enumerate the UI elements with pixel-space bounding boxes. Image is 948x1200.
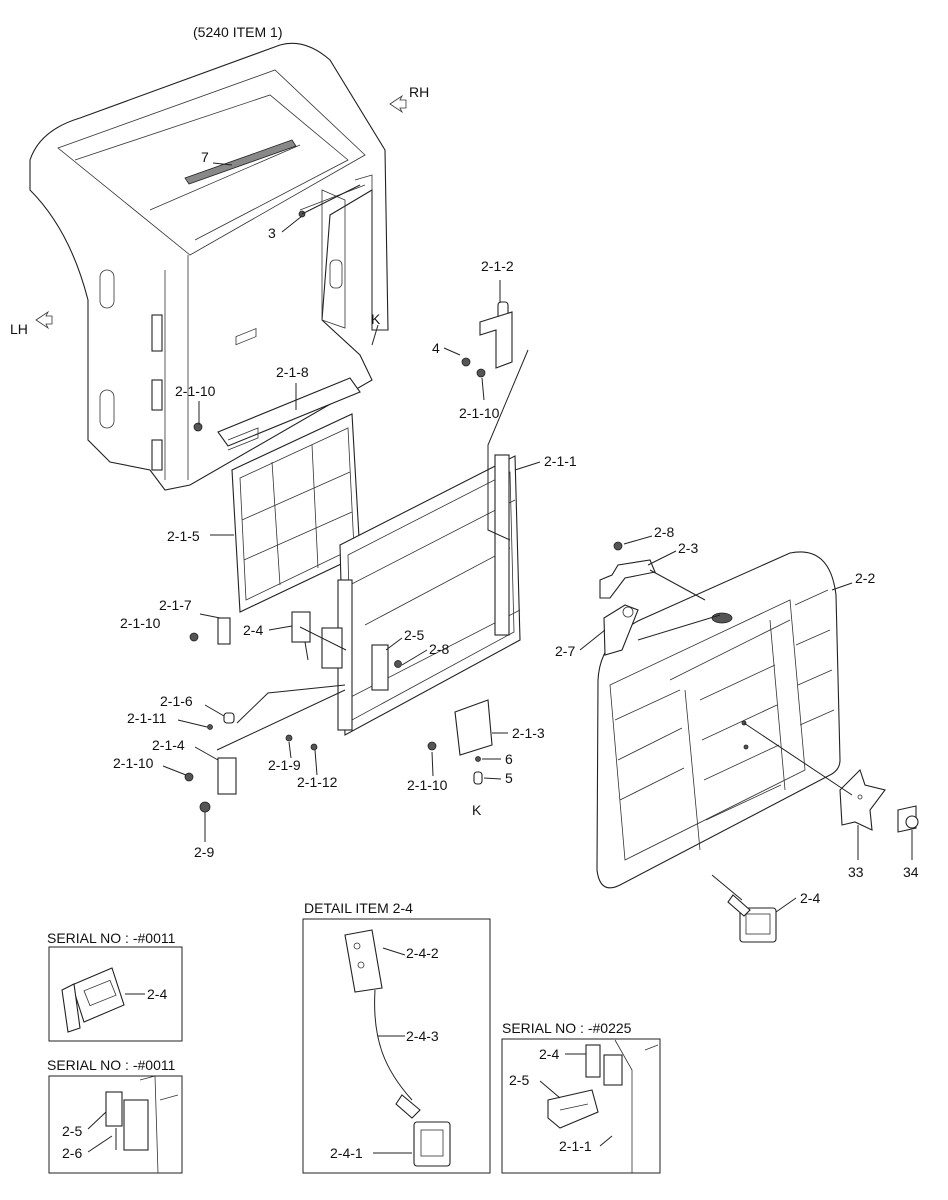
callout-2-1-2: 2-1-2 — [481, 258, 514, 274]
detail-box-title: SERIAL NO : -#0011 — [47, 1057, 176, 1073]
leader-lines — [162, 162, 913, 913]
callout-33: 33 — [848, 864, 864, 880]
grille-2-2 — [596, 551, 841, 889]
detail-box-title: SERIAL NO : -#0011 — [47, 930, 176, 946]
callout-2-8-b: 2-8 — [654, 524, 674, 540]
direction-lh: LH — [10, 310, 53, 337]
callout-2-1-1: 2-1-1 — [544, 453, 577, 469]
frame-2-1-1 — [321, 454, 521, 736]
detail-box-label-2-4-2: 2-4-2 — [406, 945, 439, 961]
callout-2-1-10-c: 2-1-10 — [120, 615, 161, 631]
callout-2-1-3: 2-1-3 — [512, 725, 545, 741]
detail-box-label-2-4: 2-4 — [147, 986, 167, 1002]
filter-frame-2-1-8 — [217, 328, 361, 451]
callout-labels: 7 3 2-1-2 4 2-1-10 2-1-8 2-1-10 2-1-1 2-… — [113, 149, 919, 906]
callout-6: 6 — [505, 751, 513, 767]
detail-box-serial-0011-b: SERIAL NO : -#0011 2-5 2-6 — [47, 1057, 183, 1174]
detail-box-label-2-6: 2-6 — [62, 1145, 82, 1161]
detail-box-title: DETAIL ITEM 2-4 — [304, 900, 413, 916]
callout-2-1-10-e: 2-1-10 — [407, 777, 448, 793]
detail-box-label-2-4-1: 2-4-1 — [330, 1145, 363, 1161]
callout-5: 5 — [505, 770, 513, 786]
callout-2-1-8: 2-1-8 — [276, 364, 309, 380]
detail-box-label-2-4: 2-4 — [539, 1046, 559, 1062]
callout-7: 7 — [201, 149, 209, 165]
callout-2-1-12: 2-1-12 — [297, 774, 338, 790]
detail-box-serial-0011-a: SERIAL NO : -#0011 2-4 — [47, 930, 183, 1042]
callout-2-1-5: 2-1-5 — [167, 528, 200, 544]
detail-box-label-2-5: 2-5 — [62, 1123, 82, 1139]
callout-2-1-10-a: 2-1-10 — [459, 405, 500, 421]
callout-2-4-right: 2-4 — [800, 890, 820, 906]
grille-brackets — [599, 541, 656, 656]
cab-cover-drawing — [29, 42, 389, 491]
detail-box-item-2-4: DETAIL ITEM 2-4 2-4-2 2-4-3 2-4-1 — [302, 900, 491, 1174]
detail-box-label-2-4-3: 2-4-3 — [406, 1028, 439, 1044]
k-label-bottom: K — [472, 802, 482, 818]
detail-box-title: SERIAL NO : -#0225 — [502, 1020, 632, 1036]
detail-box-serial-0225: SERIAL NO : -#0225 2-4 2-5 2-1-1 — [501, 1020, 661, 1174]
callout-2-1-10-d: 2-1-10 — [113, 755, 154, 771]
callout-2-2: 2-2 — [855, 570, 875, 586]
assembly-ref-label: (5240 ITEM 1) — [193, 24, 282, 40]
callout-3: 3 — [268, 225, 276, 241]
callout-2-1-9: 2-1-9 — [268, 757, 301, 773]
callout-2-1-6: 2-1-6 — [160, 693, 193, 709]
lock-2-4-right — [711, 874, 777, 943]
rh-label: RH — [409, 84, 429, 100]
callout-2-8-a: 2-8 — [429, 641, 449, 657]
callout-2-4-center: 2-4 — [243, 622, 263, 638]
callout-2-1-11: 2-1-11 — [127, 710, 167, 726]
detail-box-label-2-1-1: 2-1-1 — [559, 1138, 592, 1154]
hinge-2-1-2 — [461, 301, 513, 378]
direction-rh: RH — [389, 84, 429, 114]
callout-2-1-10-b: 2-1-10 — [175, 383, 216, 399]
callout-2-1-7: 2-1-7 — [159, 597, 192, 613]
detail-box-label-2-5: 2-5 — [509, 1072, 529, 1088]
callout-34: 34 — [903, 864, 919, 880]
k-label-top: K — [371, 311, 381, 327]
callout-2-9: 2-9 — [194, 844, 214, 860]
hinge-2-1-3 — [427, 699, 493, 785]
callout-2-3: 2-3 — [678, 540, 698, 556]
small-fasteners — [184, 422, 402, 813]
plate-33 — [839, 768, 886, 831]
callout-4: 4 — [432, 340, 440, 356]
bolt-34 — [897, 805, 919, 833]
lh-label: LH — [10, 321, 28, 337]
callout-2-5: 2-5 — [404, 627, 424, 643]
callout-2-7: 2-7 — [555, 643, 575, 659]
callout-2-1-4: 2-1-4 — [152, 737, 185, 753]
lock-2-4-center — [291, 611, 311, 661]
